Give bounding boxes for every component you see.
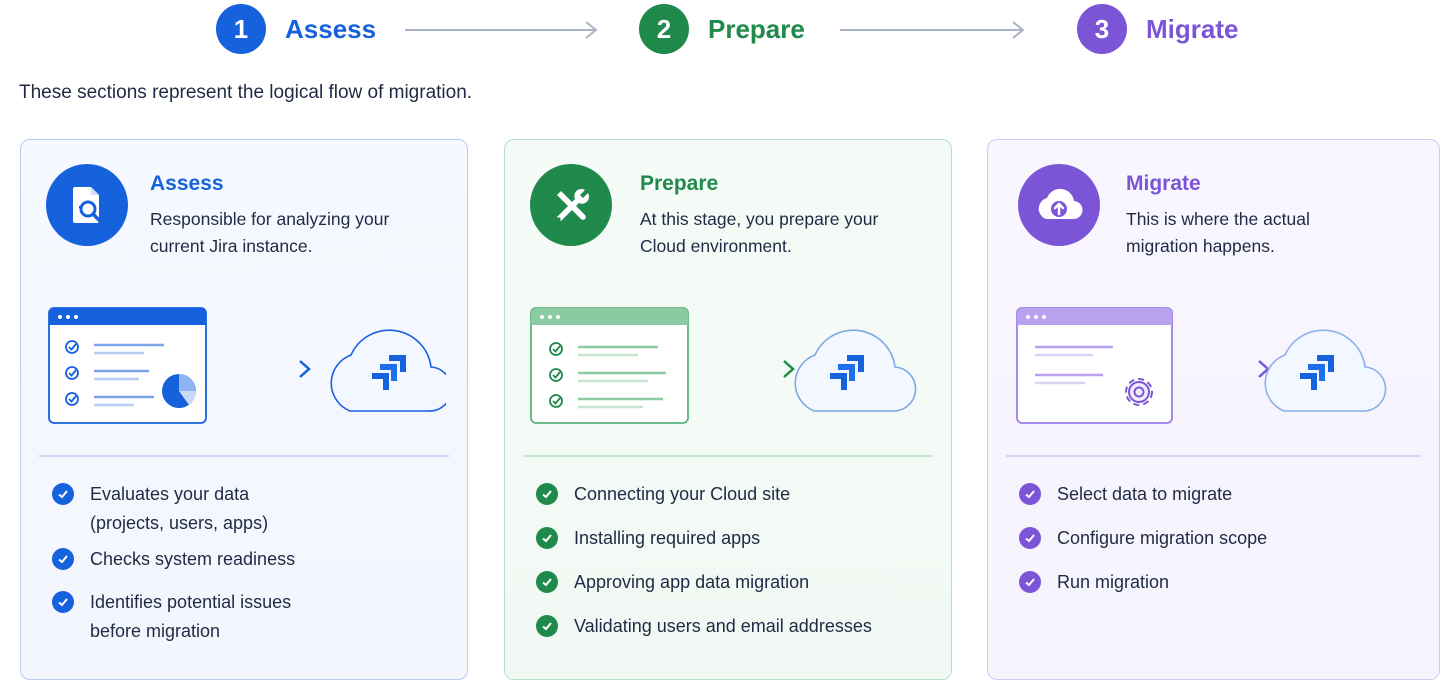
check-circle-icon — [1019, 483, 1041, 505]
list-item-text: Evaluates your data(projects, users, app… — [90, 484, 269, 533]
list-item: Evaluates your data(projects, users, app… — [52, 480, 457, 538]
migrate-illustration — [1016, 307, 1387, 424]
check-circle-icon — [1019, 571, 1041, 593]
card-title: Prepare — [640, 172, 719, 195]
card-divider — [523, 455, 933, 457]
card-checklist: Evaluates your data(projects, users, app… — [52, 480, 457, 646]
tools-icon — [530, 164, 612, 246]
step-flow: 1 Assess 2 Prepare 3 Migrate — [0, 4, 1449, 56]
assess-illustration — [48, 307, 446, 424]
card-title: Assess — [150, 172, 224, 195]
list-item: Approving app data migration — [536, 568, 941, 597]
step-assess: 1 Assess — [216, 4, 376, 54]
list-item-text: Installing required apps — [574, 528, 761, 548]
card-description: Responsible for analyzing your current J… — [150, 206, 389, 260]
settings-window — [1016, 307, 1173, 424]
arrow-right-icon — [1193, 360, 1270, 378]
step-label-prepare: Prepare — [708, 13, 805, 44]
step-number-2: 2 — [639, 4, 689, 54]
check-circle-icon — [52, 591, 74, 613]
card-description-line: Responsible for analyzing your — [150, 209, 390, 229]
checklist-window — [530, 307, 689, 424]
card-description-line: This is where the actual — [1126, 209, 1310, 229]
card-description-line: At this stage, you prepare your — [640, 209, 879, 229]
check-circle-icon — [536, 571, 558, 593]
card-description-line: Cloud environment. — [640, 236, 792, 256]
step-label-migrate: Migrate — [1146, 13, 1239, 44]
list-item-text: Configure migration scope — [1057, 528, 1268, 548]
list-item-text: Select data to migrate — [1057, 484, 1233, 504]
step-migrate: 3 Migrate — [1077, 4, 1238, 54]
card-description: This is where the actual migration happe… — [1126, 206, 1310, 260]
cloud-upload-icon — [1018, 164, 1100, 246]
step-number-3: 3 — [1077, 4, 1127, 54]
card-divider — [39, 455, 449, 457]
list-item: Connecting your Cloud site — [536, 480, 941, 509]
list-item: Run migration — [1019, 568, 1429, 597]
list-item-text: Connecting your Cloud site — [574, 484, 791, 504]
jira-cloud-icon — [1264, 329, 1387, 412]
list-item: Checks system readiness — [52, 545, 457, 574]
list-item-text: Checks system readiness — [90, 549, 296, 569]
intro-text: These sections represent the logical flo… — [19, 82, 473, 103]
list-item: Installing required apps — [536, 524, 941, 553]
list-item-text: Run migration — [1057, 572, 1170, 592]
check-circle-icon — [536, 527, 558, 549]
card-checklist: Select data to migrate Configure migrati… — [1019, 480, 1429, 597]
check-circle-icon — [1019, 527, 1041, 549]
card-checklist: Connecting your Cloud site Installing re… — [536, 480, 941, 641]
jira-cloud-icon — [794, 329, 917, 412]
list-item-text: Validating users and email addresses — [574, 616, 872, 636]
list-item: Select data to migrate — [1019, 480, 1429, 509]
card-assess: Assess Responsible for analyzing your cu… — [20, 139, 468, 680]
list-item-text: Approving app data migration — [574, 572, 810, 592]
check-circle-icon — [52, 483, 74, 505]
card-divider — [1006, 455, 1421, 457]
card-title: Migrate — [1126, 172, 1201, 195]
jira-cloud-icon — [330, 329, 446, 412]
card-description-line: migration happens. — [1126, 236, 1275, 256]
arrow-right-icon — [230, 360, 311, 378]
check-circle-icon — [536, 483, 558, 505]
arrow-right-icon — [405, 21, 598, 39]
document-search-icon — [46, 164, 128, 246]
list-item: Validating users and email addresses — [536, 612, 941, 641]
step-number-1: 1 — [216, 4, 266, 54]
step-label-assess: Assess — [285, 13, 377, 44]
card-description: At this stage, you prepare your Cloud en… — [640, 206, 878, 260]
card-migrate: Migrate This is where the actual migrati… — [987, 139, 1440, 680]
gear-icon — [1125, 378, 1153, 406]
card-description-line: current Jira instance. — [150, 236, 313, 256]
checklist-window — [48, 307, 207, 424]
card-prepare: Prepare At this stage, you prepare your … — [504, 139, 952, 680]
check-circle-icon — [536, 615, 558, 637]
check-circle-icon — [52, 548, 74, 570]
prepare-illustration — [530, 307, 917, 424]
list-item: Configure migration scope — [1019, 524, 1429, 553]
step-prepare: 2 Prepare — [639, 4, 805, 54]
arrow-right-icon — [707, 360, 795, 378]
arrow-right-icon — [840, 21, 1025, 39]
